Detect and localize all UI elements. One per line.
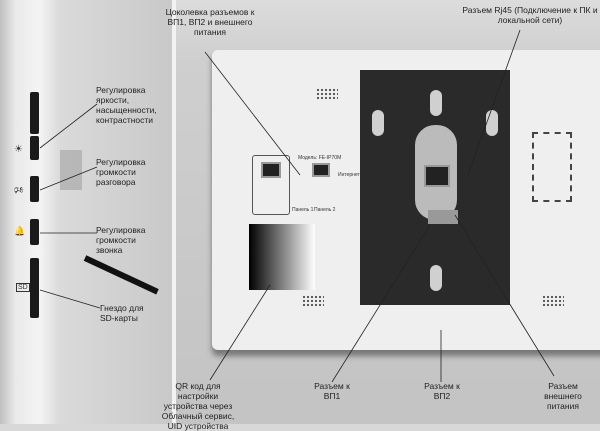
brightness-button xyxy=(30,136,39,160)
sd-card-slot xyxy=(30,258,39,318)
label-ring-volume: Регулировка громкости звонка xyxy=(96,225,146,255)
label-vp2: Разъем к ВП2 xyxy=(424,381,460,401)
label-brightness: Регулировка яркости, насыщенности, контр… xyxy=(96,85,157,125)
terminal-blocks xyxy=(428,210,458,224)
bell-icon: 🔔 xyxy=(14,226,26,236)
side-view-photo: ☀ 🕫 🔔 SD xyxy=(0,0,172,424)
label-rj45: Разъем Rj45 (Подключение к ПК и локально… xyxy=(462,5,598,25)
rj45-port xyxy=(424,165,450,187)
internet-text: Интернет xyxy=(338,172,360,178)
speaker-icon: 🕫 xyxy=(14,185,24,196)
panel2-text: Панель 2 xyxy=(314,207,336,213)
plate-slot xyxy=(372,110,384,136)
qr-code-area xyxy=(249,224,315,290)
brightness-icon: ☀ xyxy=(14,144,23,155)
label-sd-slot: Гнездо для SD-карты xyxy=(100,303,144,323)
mounting-plate xyxy=(360,70,510,305)
vent xyxy=(316,88,338,100)
side-button-top xyxy=(30,92,39,134)
mount-cutout xyxy=(532,132,572,202)
pinout-panel xyxy=(252,155,290,215)
sd-icon: SD xyxy=(16,283,30,292)
label-power: Разъем внешнего питания xyxy=(544,381,582,411)
internet-port-icon xyxy=(312,163,330,177)
model-text: Модель: FE-IP70M xyxy=(298,155,342,161)
plate-slot xyxy=(430,90,442,116)
rj45-port-icon xyxy=(261,162,281,178)
label-talk-volume: Регулировка громкости разговора xyxy=(96,157,146,187)
vent xyxy=(302,295,324,307)
panel1-text: Панель 1 xyxy=(292,207,314,213)
plate-slot xyxy=(430,265,442,291)
label-pinout: Цоколевка разъемов к ВП1, ВП2 и внешнего… xyxy=(165,7,255,37)
vent xyxy=(542,295,564,307)
label-vp1: Разъем к ВП1 xyxy=(314,381,350,401)
ring-volume-button xyxy=(30,219,39,245)
divider xyxy=(172,0,176,424)
talk-volume-button xyxy=(30,176,39,202)
